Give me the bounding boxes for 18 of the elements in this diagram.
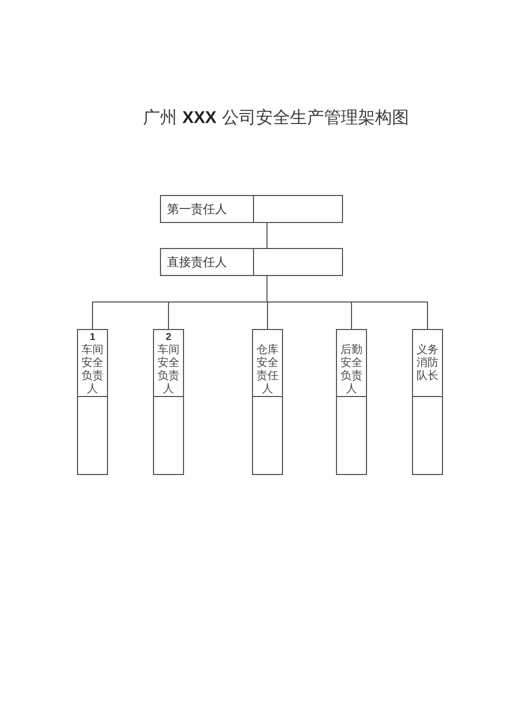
role-label: 仓库安全责任人 [256,343,278,395]
role-label: 车间安全负责人 [82,343,104,395]
role-column-box [412,329,443,475]
connector-line [266,222,268,248]
role-box [160,248,343,276]
role-column-box [77,329,108,475]
role-label: 第一责任人 [167,202,227,216]
role-column-box [252,329,283,475]
role-column-box [153,329,184,475]
role-label: 后勤安全负责人 [340,343,362,395]
role-label: 车间安全负责人 [158,343,180,395]
number-label: 2 [166,332,172,343]
role-label: 义务消防队长 [416,343,438,382]
role-box [160,195,343,223]
role-label: 直接责任人 [167,254,227,270]
number-label: 1 [90,332,96,343]
diagram-title: 广州 XXX 公司安全生产管理架构图 [143,108,409,128]
role-column-box [336,329,367,475]
